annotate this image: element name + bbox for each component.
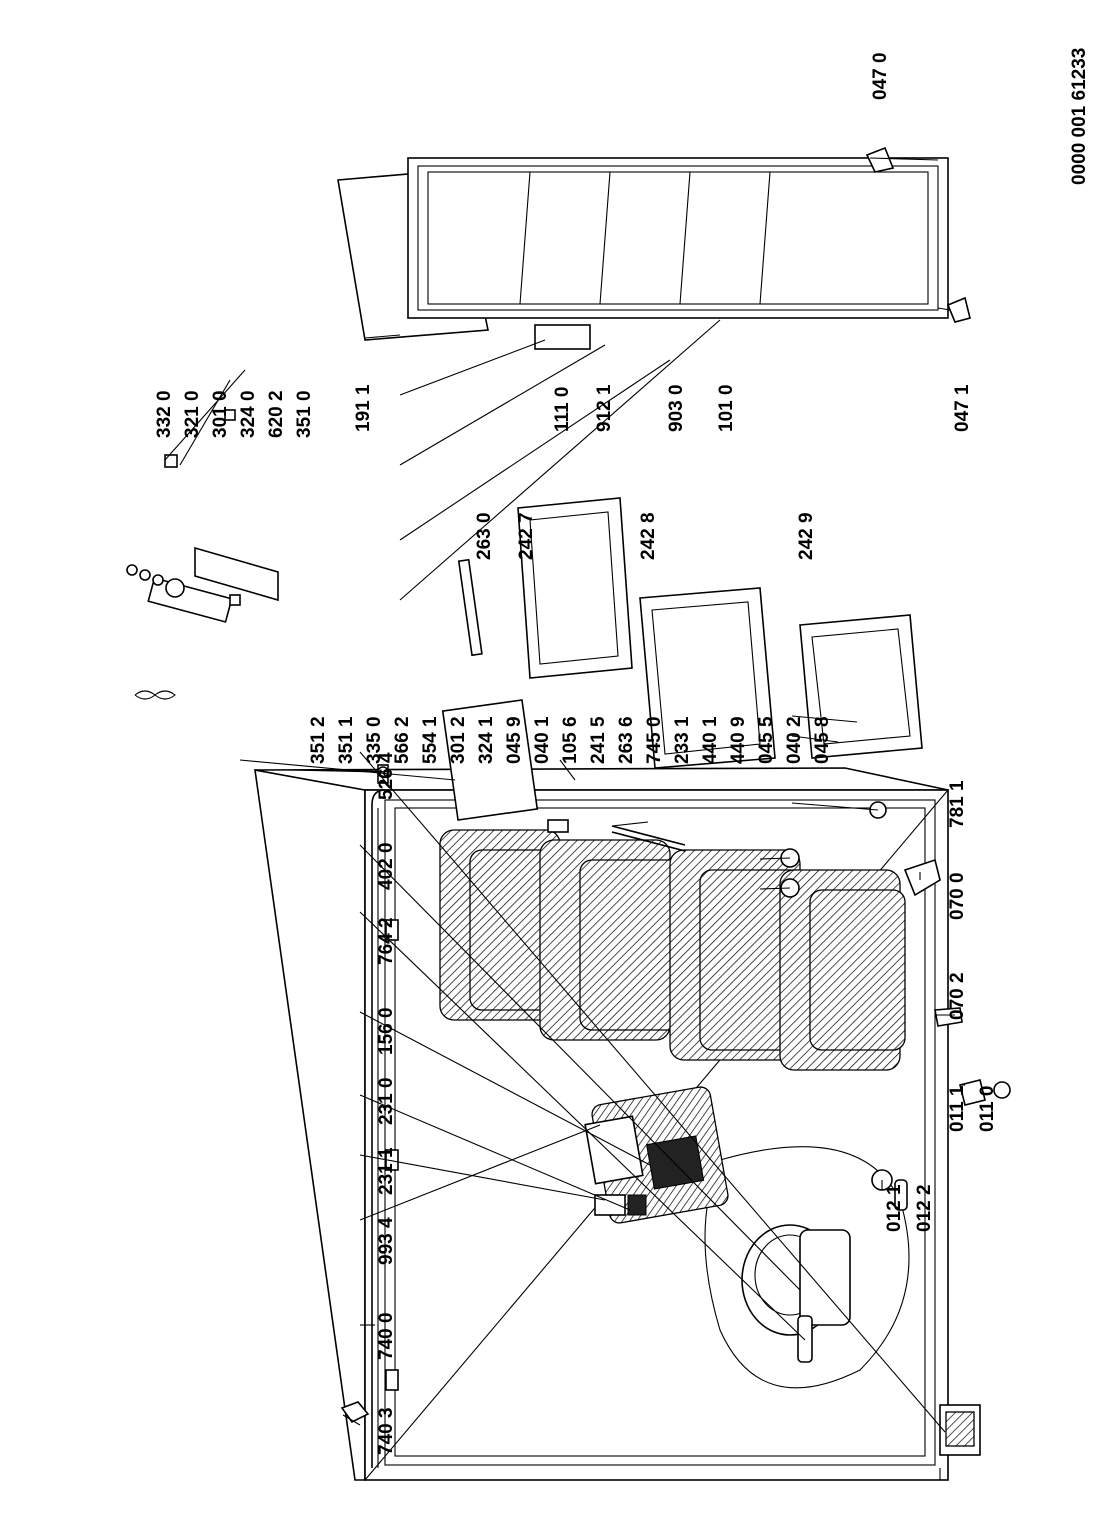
- label-351-0: 351 0: [294, 390, 315, 438]
- label-012-1: 012 1: [884, 1184, 905, 1232]
- label-526-4: 526 4: [376, 752, 397, 800]
- door: [337, 146, 971, 350]
- side-condenser-tube: [371, 789, 399, 1468]
- label-335-0: 335 0: [364, 716, 385, 764]
- label-351-1: 351 1: [336, 716, 357, 764]
- label-242-7: 242 7: [516, 512, 537, 560]
- label-263-6: 263 6: [616, 716, 637, 764]
- label-301-0: 301 0: [210, 390, 231, 438]
- label-781-1: 781 1: [947, 780, 968, 828]
- label-070-2: 070 2: [947, 972, 968, 1020]
- label-040-2: 040 2: [784, 716, 805, 764]
- label-045-8: 045 8: [812, 716, 833, 764]
- condenser-parts: [584, 1086, 729, 1224]
- label-231-1: 231 1: [376, 1147, 397, 1195]
- label-012-2: 012 2: [914, 1184, 935, 1232]
- label-101-0: 101 0: [716, 384, 737, 432]
- label-011-0: 011 0: [977, 1086, 998, 1133]
- label-231-0: 231 0: [376, 1077, 397, 1125]
- wire-shelves: [439, 829, 906, 1071]
- label-566-2: 566 2: [392, 716, 413, 764]
- label-045-5: 045 5: [756, 716, 777, 764]
- label-045-9: 045 9: [504, 716, 525, 764]
- label-321-0: 321 0: [182, 390, 203, 438]
- label-993-4: 993 4: [376, 1217, 397, 1265]
- label-903-0: 903 0: [666, 384, 687, 432]
- label-324-0: 324 0: [238, 390, 259, 438]
- label-156-0: 156 0: [376, 1007, 397, 1055]
- label-440-1: 440 1: [700, 716, 721, 764]
- label-351-2: 351 2: [308, 716, 329, 764]
- label-111-0: 111 0: [552, 387, 573, 432]
- label-263-0: 263 0: [474, 512, 495, 560]
- label-040-1: 040 1: [532, 716, 553, 764]
- label-191-1: 191 1: [353, 384, 374, 432]
- part-labels: 740 3 740 0 993 4 231 1 231 0 156 0 764 …: [154, 48, 1090, 1455]
- control-panel-parts: [126, 409, 279, 700]
- label-070-0: 070 0: [947, 872, 968, 920]
- label-440-9: 440 9: [728, 716, 749, 764]
- label-011-1: 011 1: [947, 1085, 968, 1132]
- label-740-0: 740 0: [376, 1312, 397, 1360]
- label-402-0: 402 0: [376, 842, 397, 890]
- label-241-5: 241 5: [588, 716, 609, 764]
- label-620-2: 620 2: [266, 390, 287, 438]
- small-parts: [340, 715, 1011, 1456]
- label-301-2: 301 2: [448, 716, 469, 764]
- label-105-6: 105 6: [560, 716, 581, 764]
- label-745-0: 745 0: [644, 716, 665, 764]
- compressor: [741, 1224, 851, 1336]
- drawing-number: 0000 001 61233: [1069, 48, 1090, 185]
- label-764-2: 764 2: [376, 917, 397, 965]
- label-740-3: 740 3: [376, 1407, 397, 1455]
- label-332-0: 332 0: [154, 390, 175, 438]
- label-324-1: 324 1: [476, 716, 497, 764]
- label-554-1: 554 1: [420, 716, 441, 764]
- label-047-1: 047 1: [952, 384, 973, 432]
- label-912-1: 912 1: [594, 384, 615, 432]
- label-242-9: 242 9: [796, 512, 817, 560]
- leader-lines: [164, 157, 965, 1480]
- label-047-0: 047 0: [870, 52, 891, 100]
- label-233-1: 233 1: [672, 716, 693, 764]
- freezer-drawers: [457, 497, 923, 769]
- label-242-8: 242 8: [638, 512, 659, 560]
- fan-cover: [441, 699, 539, 821]
- rail: [611, 825, 686, 852]
